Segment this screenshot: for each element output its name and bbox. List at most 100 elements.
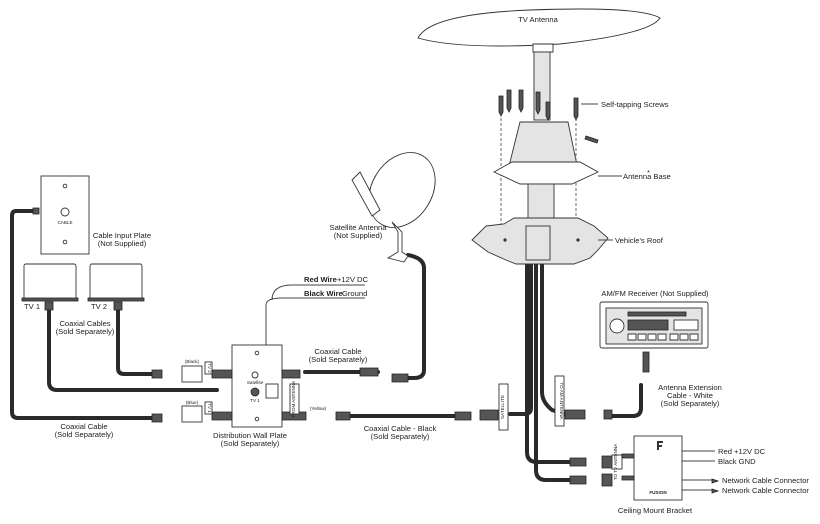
plate-screw-top [62,183,68,189]
antenna-cable-tv [508,256,533,416]
plate-connector-icon [60,207,70,217]
connectors: (Black) (Blue) TV 2 TV 1 FROM ANTENNA (Y… [151,359,623,487]
tv-2: TV 2 [87,263,145,311]
bracket-input-plugs [601,455,613,487]
label-satellite-antenna-2: (Not Supplied) [334,231,383,240]
screw-horizontal-icon [584,135,599,144]
dwp-tv1-port-icon [250,387,260,397]
dwp-left-connectors [211,369,233,421]
dwp-screw-bottom [254,416,260,422]
tv1-screen [23,263,77,301]
tag-black: (Black) [185,359,200,364]
antenna-extension-cable [604,383,643,418]
bracket-left-plugs [569,457,587,485]
tag-satellite-box [498,383,509,431]
label-cable-input-plate-2: (Not Supplied) [98,239,147,248]
am-antenna-plugs [564,409,613,420]
label-self-tapping-screws: Self-tapping Screws [601,100,669,109]
tv1-base [21,297,79,302]
antenna-base-plate [493,161,599,185]
label-tv1: TV 1 [24,302,40,311]
label-tv2: TV 2 [91,302,107,311]
label-coax-black-1: Coaxial Cable - Black [364,424,437,433]
label-coax-cable-top-2: (Sold Separately) [309,355,368,364]
coax-sat-plug [359,367,379,377]
tag-tv1-box [204,401,213,415]
tag-to-tv-antenna-box [611,454,623,470]
roof-grommet [525,225,551,261]
antenna-cable-1 [525,256,572,464]
tv1-plug [44,301,54,311]
dwp-tv1-text: TV 1 [250,398,260,403]
brand-f-icon [657,441,663,450]
bracket-ports [621,453,635,481]
label-coax-cables-1: Coaxial Cables [59,319,110,328]
coax-plugs-left [151,369,163,423]
receiver-side-panel [673,319,699,331]
label-ant-ext-1: Antenna Extension [658,383,722,392]
tag-tv2: TV 2 [207,363,212,373]
plate-coax-plug [32,207,40,215]
receiver-display [627,319,669,331]
plate-screw-bottom [62,239,68,245]
label-coax-cables-2: (Sold Separately) [56,327,115,336]
black-wire-line [265,297,365,345]
tag-from-antenna-box [289,383,300,415]
label-red-wire: Red Wire [304,275,337,284]
plate-text: CABLE [57,220,72,225]
label-dwp-2: (Sold Separately) [221,439,280,448]
label-ant-ext-3: (Sold Separately) [661,399,720,408]
tag-yellow: (Yellow) [310,406,327,411]
tag-from-antenna: FROM ANTENNA [291,380,296,417]
wire-labels: Red Wire +12V DC Black Wire Ground [304,275,369,298]
label-dwp-1: Distribution Wall Plate [213,431,287,440]
label-red-12v: Red +12V DC [718,447,766,456]
coax-cable-input-to-dwp [10,209,154,420]
tag-to-am-antenna: TO AM ANTENNA [559,382,564,420]
label-antenna-base-mark: * [647,168,650,177]
tv2-base [87,297,145,302]
label-satellite-antenna-1: Satellite Antenna [330,223,388,232]
label-black-gnd: Black GND [718,457,756,466]
label-coax-black-2: (Sold Separately) [371,432,430,441]
tag-box-black [181,365,203,383]
network-arrow-icons [711,478,720,494]
coax-sat-plug-2 [391,373,409,383]
red-wire-line [271,284,365,301]
label-antenna-base: Antenna Base [623,172,671,181]
coax-cable-tv1 [47,308,219,392]
tv-antenna-dish [417,8,661,47]
bracket-wires [682,450,715,491]
label-amfm-receiver: AM/FM Receiver (Not Supplied) [601,289,709,298]
tv-antenna-neck [532,43,554,53]
brand-mark: FUSION [649,490,667,495]
satellite-dish [368,152,436,228]
label-black-wire: Black Wire [304,289,343,298]
antenna-base: Antenna Base * [493,121,671,231]
vehicles-roof: Vehicle's Roof [471,217,664,265]
dwp-switch-icon [265,383,279,399]
distribution-wall-plate: Satellite TV 1 Distribution Wall Plate (… [213,344,287,448]
tag-tv1: TV 1 [207,403,212,413]
roof-hole-2 [576,238,580,242]
cable-input-plate: CABLE Cable Input Plate (Not Supplied) [32,175,151,255]
screw-icons [498,89,579,121]
receiver-knob-icon [609,318,625,334]
label-vehicles-roof: Vehicle's Roof [615,236,664,245]
receiver-antenna-plug [642,351,650,373]
coax-cable-tv2 [116,308,154,376]
label-ant-ext-2: Cable - White [667,391,713,400]
label-coax-cable-left-1: Coaxial Cable [60,422,107,431]
label-ceiling-bracket: Ceiling Mount Bracket [618,506,693,515]
label-net-conn-2: Network Cable Connector [722,486,809,495]
label-tv-antenna: TV Antenna [518,15,558,24]
coax-black-plug-left [335,411,351,421]
cables [10,209,715,491]
coax-black-plug-right [454,409,499,421]
dwp-sat-port-icon [251,371,259,379]
satellite-feed-arm [351,171,381,217]
tag-blue: (Blue) [186,400,199,405]
receiver-buttons [627,333,699,341]
tag-tv2-box [204,361,213,375]
